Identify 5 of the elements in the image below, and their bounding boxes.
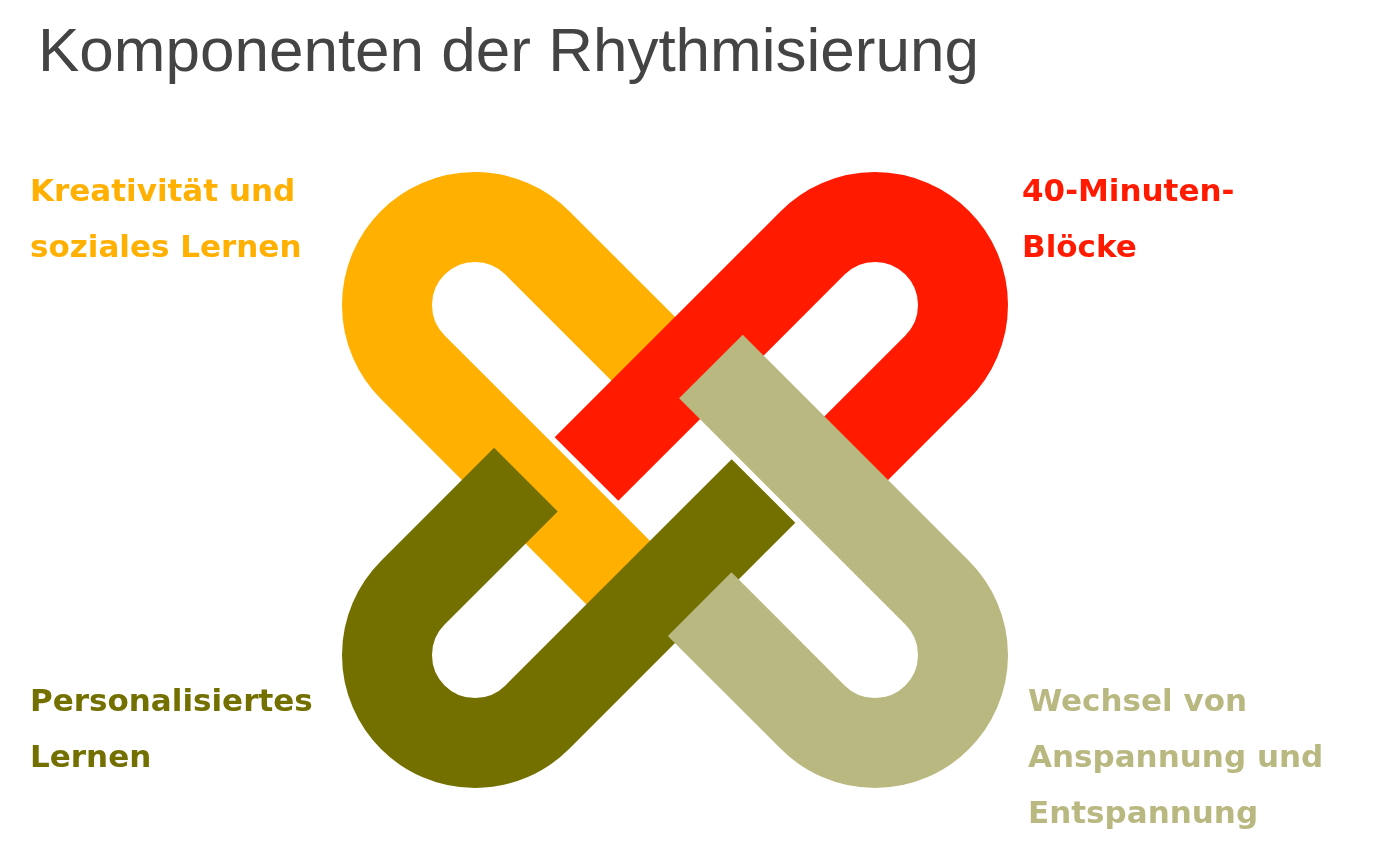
component-label: 40-Minuten-Blöcke <box>1022 171 1236 266</box>
component-label: Personalisiertes Lernen <box>30 681 314 776</box>
title: Komponenten der Rhythmisierung <box>38 14 979 85</box>
component-label: Kreativität und soziales Lernen <box>30 171 303 266</box>
component-label: Wechsel von Anspannung und Entspannung <box>1028 681 1325 832</box>
